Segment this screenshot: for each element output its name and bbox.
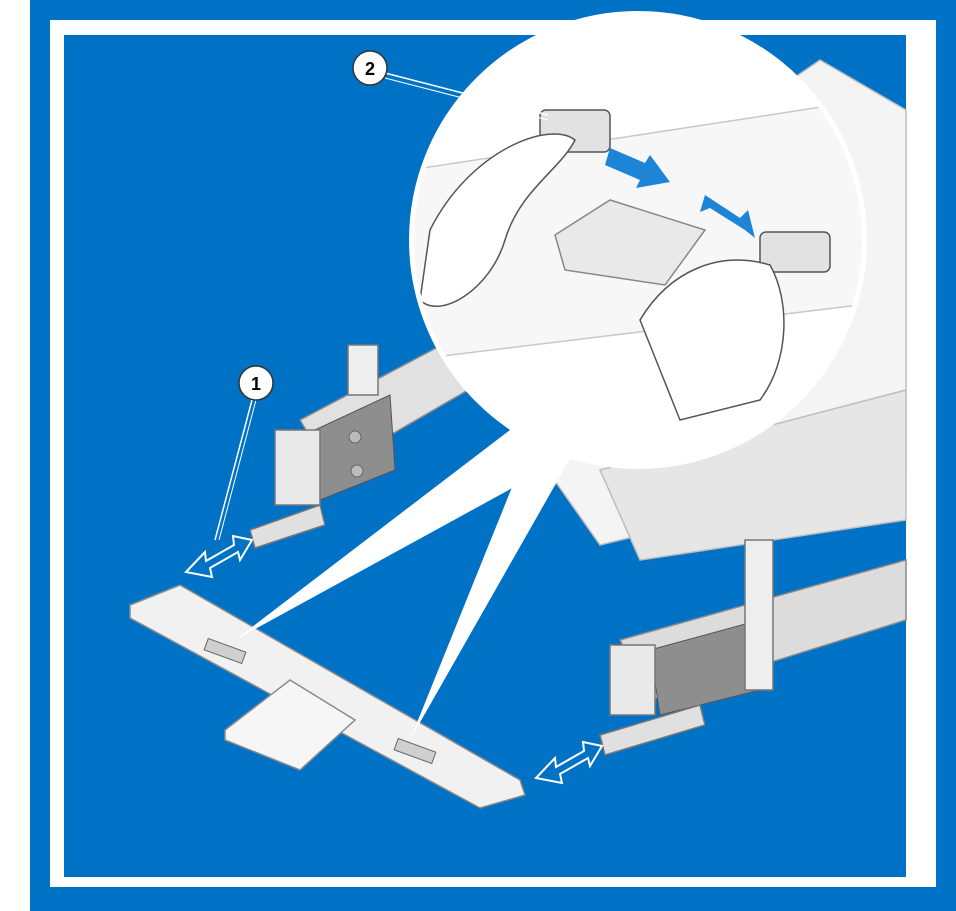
callout-1-number: 1 — [251, 374, 261, 394]
callout-2-number: 2 — [365, 59, 375, 79]
callout-1-bubble: 1 — [239, 366, 273, 400]
callout-2-bubble: 2 — [353, 51, 387, 85]
